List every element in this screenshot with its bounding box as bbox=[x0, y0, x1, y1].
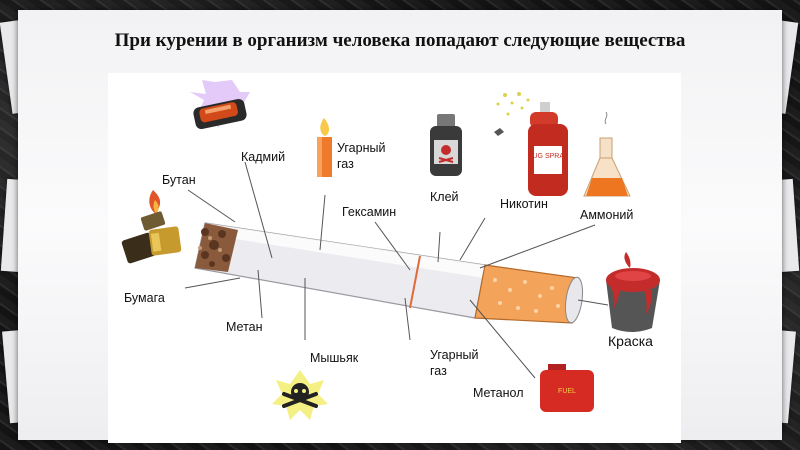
label-kraska: Краска bbox=[608, 333, 653, 349]
label-myshyak: Мышьяк bbox=[310, 351, 359, 365]
flask-icon bbox=[584, 112, 630, 196]
candle-icon bbox=[317, 118, 332, 177]
label-butan: Бутан bbox=[162, 173, 196, 187]
fuel-can-label: FUEL bbox=[558, 388, 576, 395]
label-kadmiy: Кадмий bbox=[241, 150, 285, 164]
cigarette bbox=[195, 223, 585, 324]
label-kley: Клей bbox=[430, 190, 459, 204]
cigarette-filter bbox=[475, 265, 578, 323]
label-metan: Метан bbox=[226, 320, 263, 334]
label-ugarnyy-gaz-bottom-line2: газ bbox=[430, 364, 447, 378]
label-ugarnyy-gaz-top-line1: Угарный bbox=[337, 141, 385, 155]
label-ugarnyy-gaz-top-line2: газ bbox=[337, 157, 354, 171]
spray-can-icon: BUG SPRAY bbox=[494, 92, 568, 196]
glue-bottle-icon bbox=[430, 114, 462, 176]
label-metanol: Метанол bbox=[473, 386, 524, 400]
skull-crossbones-icon bbox=[272, 370, 328, 420]
label-bumaga: Бумага bbox=[124, 291, 165, 305]
label-geksamin: Гексамин bbox=[342, 205, 396, 219]
fuel-can-icon: FUEL bbox=[540, 364, 594, 412]
spray-can-label: BUG SPRAY bbox=[528, 153, 569, 160]
lighter-icon bbox=[121, 190, 182, 264]
battery-icon bbox=[190, 80, 250, 130]
label-nikotin: Никотин bbox=[500, 197, 548, 211]
label-ugarnyy-gaz-bottom-line1: Угарный bbox=[430, 348, 478, 362]
paint-bucket-icon bbox=[606, 252, 660, 332]
label-ammoniy: Аммоний bbox=[580, 208, 633, 222]
